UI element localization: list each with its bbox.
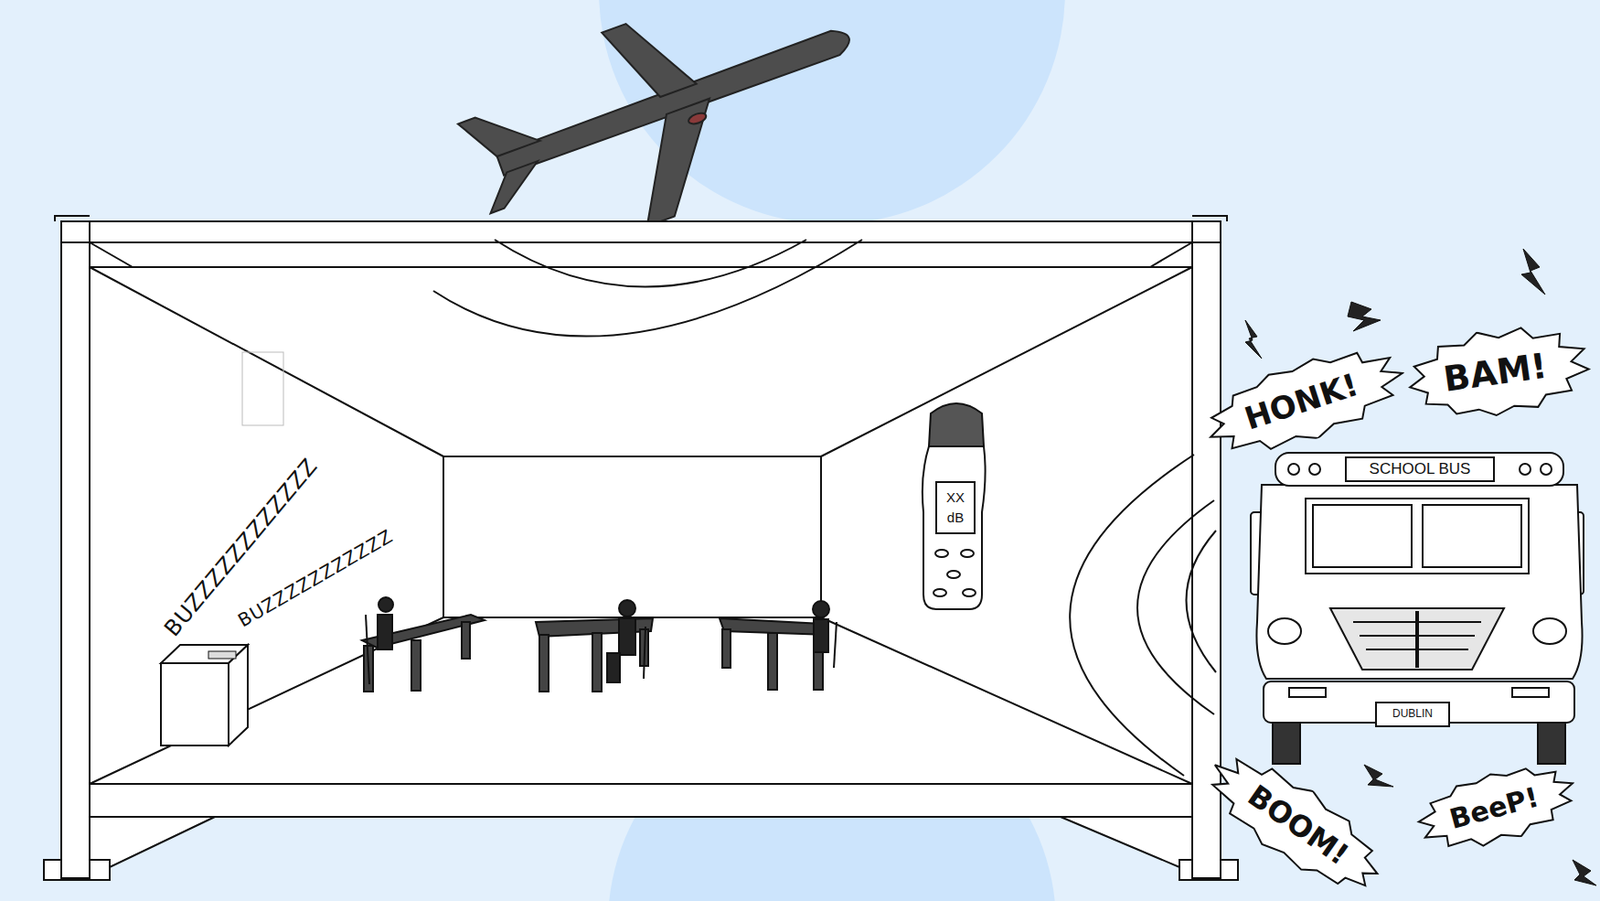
students <box>365 597 837 684</box>
desks <box>362 614 828 692</box>
container-frame <box>43 215 1238 880</box>
wall-frame <box>242 352 284 426</box>
illustration-label: DUBLIN <box>1392 707 1433 720</box>
illustration-label: SCHOOL BUS <box>1369 460 1472 479</box>
sound-burst: BOOM! <box>1191 735 1402 901</box>
sound-burst: BAM! <box>1398 316 1596 429</box>
sound-burst: HONK! <box>1192 330 1416 470</box>
sound-waves <box>433 239 1216 776</box>
school-bus <box>1250 452 1584 764</box>
illustration-label: XX <box>946 490 965 506</box>
sound-burst: BeeP! <box>1407 750 1584 863</box>
sound-meter <box>922 403 986 609</box>
heater <box>160 644 248 746</box>
illustration-label: dB <box>947 510 964 526</box>
